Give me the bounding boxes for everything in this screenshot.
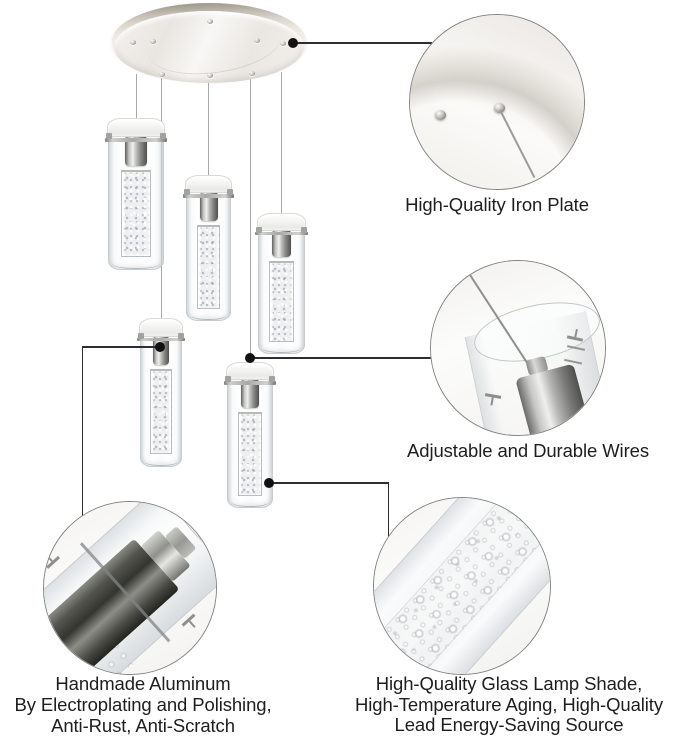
pendant-top-cap — [106, 118, 166, 137]
leader-dot — [264, 478, 274, 488]
caption-text: By Electroplating and Polishing, — [14, 694, 272, 715]
pendant-light — [255, 213, 308, 354]
leader-line — [250, 357, 431, 359]
screw-icon — [207, 73, 213, 78]
leader-line — [81, 346, 83, 516]
iron-plate-photo — [410, 15, 584, 189]
callout-aluminum-detail — [43, 501, 217, 675]
caption-text: Lead Energy-Saving Source — [394, 714, 624, 735]
screw-icon — [207, 19, 213, 24]
pendant-mounting-bracket — [137, 333, 185, 342]
pendant-light — [104, 118, 168, 270]
screw-icon — [254, 38, 260, 43]
screw-icon — [130, 40, 136, 45]
pendant-wire — [208, 80, 210, 176]
pendant-mounting-bracket — [183, 189, 234, 198]
pendant-mounting-bracket — [224, 376, 276, 385]
leader-dot — [288, 38, 298, 48]
pendant-wire — [136, 74, 138, 119]
caption-glass-shade: High-Quality Glass Lamp Shade, High-Temp… — [334, 673, 679, 736]
caption-wires: Adjustable and Durable Wires — [378, 440, 678, 461]
pendant-wire — [250, 78, 252, 363]
callout-iron-plate-detail — [409, 14, 585, 190]
pendant-top-cap — [185, 175, 232, 194]
pendant-mounting-bracket — [104, 133, 168, 142]
screw-icon — [435, 110, 446, 120]
leader-dot — [155, 342, 165, 352]
pendant-crystal-bubble-column — [269, 260, 294, 342]
leader-line — [269, 482, 388, 484]
caption-text: Adjustable and Durable Wires — [407, 440, 649, 461]
pendant-mounting-bracket — [255, 225, 308, 235]
leader-line — [82, 346, 160, 348]
pendant-crystal-bubble-column — [196, 224, 221, 309]
callout-glass-shade-detail — [373, 497, 551, 675]
caption-aluminum: Handmade Aluminum By Electroplating and … — [0, 673, 291, 736]
pendant-crystal-bubble-column — [121, 169, 151, 258]
pendant-wire — [281, 72, 283, 214]
leader-line — [293, 42, 432, 44]
pendant-top-cap — [257, 213, 306, 231]
caption-text: High-Temperature Aging, High-Quality — [355, 693, 663, 715]
pendant-light — [137, 318, 185, 467]
callout-wires-detail — [430, 260, 606, 436]
caption-text: Anti-Rust, Anti-Scratch — [51, 715, 235, 736]
screw-icon — [494, 103, 505, 113]
screw-icon — [150, 39, 156, 44]
pendant-crystal-bubble-column — [150, 368, 172, 455]
leader-dot — [245, 353, 255, 363]
caption-text: High-Quality Iron Plate — [405, 194, 589, 215]
pendant-light — [183, 175, 234, 321]
screw-icon — [249, 71, 255, 76]
pendant-crystal-bubble-column — [238, 411, 262, 496]
caption-text: High-Quality Glass Lamp Shade, — [375, 673, 643, 694]
caption-iron-plate: High-Quality Iron Plate — [347, 194, 647, 215]
caption-text: Handmade Aluminum — [55, 673, 231, 694]
screw-icon — [159, 72, 165, 77]
screw-icon — [280, 41, 286, 46]
pendant-top-cap — [139, 318, 183, 337]
